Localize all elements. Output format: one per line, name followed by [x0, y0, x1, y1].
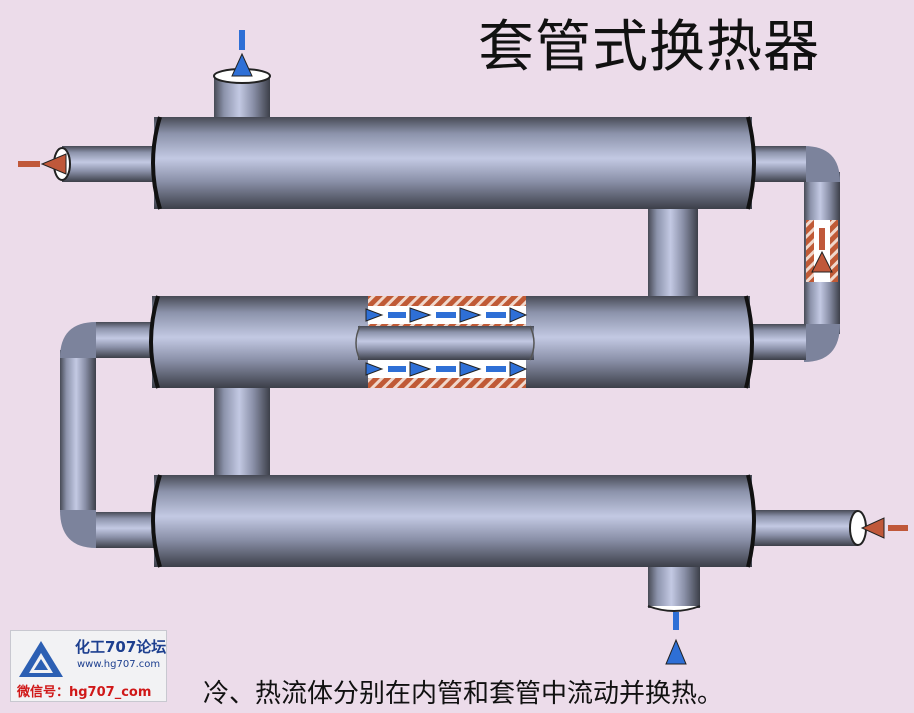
- middle-shell-right-stub: [748, 324, 806, 360]
- shell-top: [151, 116, 756, 210]
- top-shell-left-nozzle: [62, 146, 156, 182]
- annulus-flow-arrows-upper: [365, 307, 528, 323]
- logo-icon: [19, 641, 63, 677]
- logo-wechat: 微信号：hg707_com: [17, 685, 152, 700]
- middle-shell-left-stub: [96, 322, 154, 358]
- inner-pipe: [358, 326, 534, 360]
- right-return-elbow-top: [804, 146, 840, 182]
- connector-pipe-middle-bottom: [214, 380, 270, 482]
- bottom-shell-right-nozzle: [748, 510, 858, 546]
- cold-fluid-inlet-arrow: [665, 612, 687, 665]
- connector-pipe-top-middle: [648, 195, 698, 303]
- left-return-elbow-top: [60, 322, 96, 358]
- bottom-shell-left-stub: [96, 512, 154, 548]
- right-return-elbow-bottom: [804, 324, 840, 362]
- bottom-inlet-opening: [647, 605, 701, 612]
- middle-shell-cutaway: [355, 296, 535, 388]
- cold-fluid-outlet-arrow: [231, 30, 253, 77]
- shell-bottom: [151, 474, 756, 568]
- hot-fluid-outlet-arrow: [18, 153, 67, 175]
- top-shell-right-stub: [748, 146, 806, 182]
- logo-url: www.hg707.com: [77, 659, 161, 670]
- left-return-elbow-bottom: [60, 510, 96, 548]
- diagram-title: 套管式换热器: [478, 15, 820, 80]
- diagram-caption: 冷、热流体分别在内管和套管中流动并换热。: [203, 679, 724, 709]
- hot-fluid-inlet-arrow: [860, 517, 908, 539]
- bottom-inlet-nozzle: [648, 560, 700, 608]
- watermark-logo: 化工707论坛 www.hg707.com 微信号：hg707_com: [10, 630, 167, 702]
- annulus-flow-arrows-lower: [365, 361, 528, 377]
- left-return-vertical-pipe: [60, 350, 96, 512]
- logo-name: 化工707论坛: [75, 638, 167, 656]
- return-pipe-hot-arrow: [811, 228, 833, 273]
